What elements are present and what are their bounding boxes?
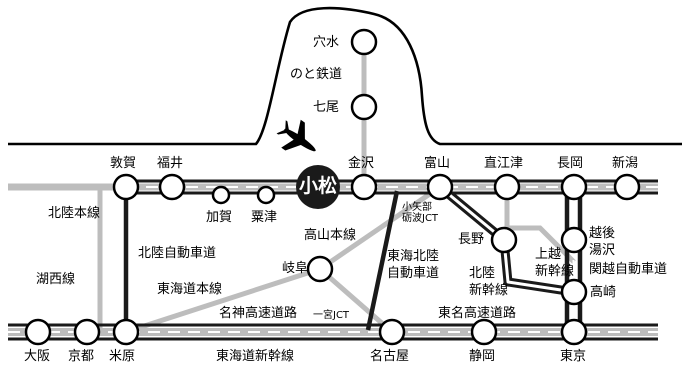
shizuoka-label: 静岡: [469, 349, 496, 364]
tomei-expressway-label: 東名高速道路: [438, 306, 517, 321]
coastline: [8, 6, 682, 146]
niigata-label: 新潟: [612, 156, 639, 171]
takayama-main-line-label: 高山本線: [304, 228, 357, 243]
joetsu-shinkansen-label: 上越 新幹線: [535, 247, 575, 279]
tsuruga-label: 敦賀: [110, 156, 137, 171]
station-nagaoka: [560, 173, 588, 201]
nanao-label: 七尾: [313, 100, 340, 115]
nagano-label: 長野: [458, 232, 485, 247]
station-anamizu: [350, 28, 378, 56]
kanetsu-expressway-label: 関越自動車道: [589, 262, 668, 277]
tokyo-label: 東京: [560, 349, 587, 364]
awazu-label: 粟津: [251, 210, 278, 225]
station-gifu: [306, 255, 334, 283]
nagoya-label: 名古屋: [370, 349, 410, 364]
naoetsu-label: 直江津: [484, 156, 524, 171]
station-tokyo: [560, 318, 588, 346]
station-toyama: [426, 173, 454, 201]
kaga-label: 加賀: [206, 210, 233, 225]
station-kaga: [211, 185, 231, 205]
maibara-label: 米原: [109, 349, 136, 364]
kyoto-label: 京都: [68, 349, 95, 364]
gifu-label: 岐阜: [282, 261, 309, 276]
kosei-line-label: 湖西線: [36, 272, 76, 287]
hokuriku-shinkansen-label: 北陸 新幹線: [469, 266, 509, 298]
station-nagoya: [378, 318, 406, 346]
tokai-hokuriku-expressway-label: 東海北陸 自動車道: [387, 249, 440, 281]
station-osaka: [24, 318, 52, 346]
station-awazu: [256, 185, 276, 205]
takasaki-label: 高崎: [590, 285, 617, 300]
tokai-hokuriku-expressway: [365, 190, 400, 331]
station-niigata: [613, 173, 641, 201]
fukui-label: 福井: [157, 156, 184, 171]
station-fukui: [158, 173, 186, 201]
tokaido-shinkansen-label: 東海道新幹線: [216, 349, 295, 364]
osaka-label: 大阪: [24, 349, 51, 364]
airport-icon: [276, 119, 316, 152]
nagaoka-label: 長岡: [557, 156, 584, 171]
station-naoetsu: [493, 173, 521, 201]
station-shizuoka: [470, 318, 498, 346]
echigo-label: 越後 湯沢: [589, 226, 616, 258]
station-kyoto: [73, 318, 101, 346]
meishin-expressway-label: 名神高速道路: [219, 306, 298, 321]
ichinomiya-jct-label: 一宮JCT: [313, 310, 350, 321]
station-kanazawa: [350, 173, 378, 201]
tokaido-main-line-gray: [125, 266, 321, 335]
station-nanao: [350, 93, 378, 121]
station-komatsu-hub: [296, 165, 340, 209]
station-echigo-yuzawa: [560, 226, 588, 254]
toyama-label: 富山: [424, 156, 451, 171]
station-maibara: [112, 318, 140, 346]
hokuriku-main-line-label: 北陸本線: [48, 206, 101, 221]
noto-railway-label: のと鉄道: [290, 67, 343, 82]
hokuriku-expressway-label: 北陸自動車道: [138, 246, 217, 261]
oyabe-tonami-jct-label: 小矢部 砺波JCT: [402, 202, 439, 224]
tokaido-main-line-label: 東海道本線: [157, 282, 223, 297]
station-tsuruga: [112, 173, 140, 201]
kanazawa-label: 金沢: [348, 156, 375, 171]
station-nagano: [490, 226, 518, 254]
komatsu-label: 小松: [299, 175, 338, 197]
station-takasaki: [560, 278, 588, 306]
anamizu-label: 穴水: [313, 35, 340, 50]
joetsu-shinkansen-gray: [504, 187, 576, 264]
